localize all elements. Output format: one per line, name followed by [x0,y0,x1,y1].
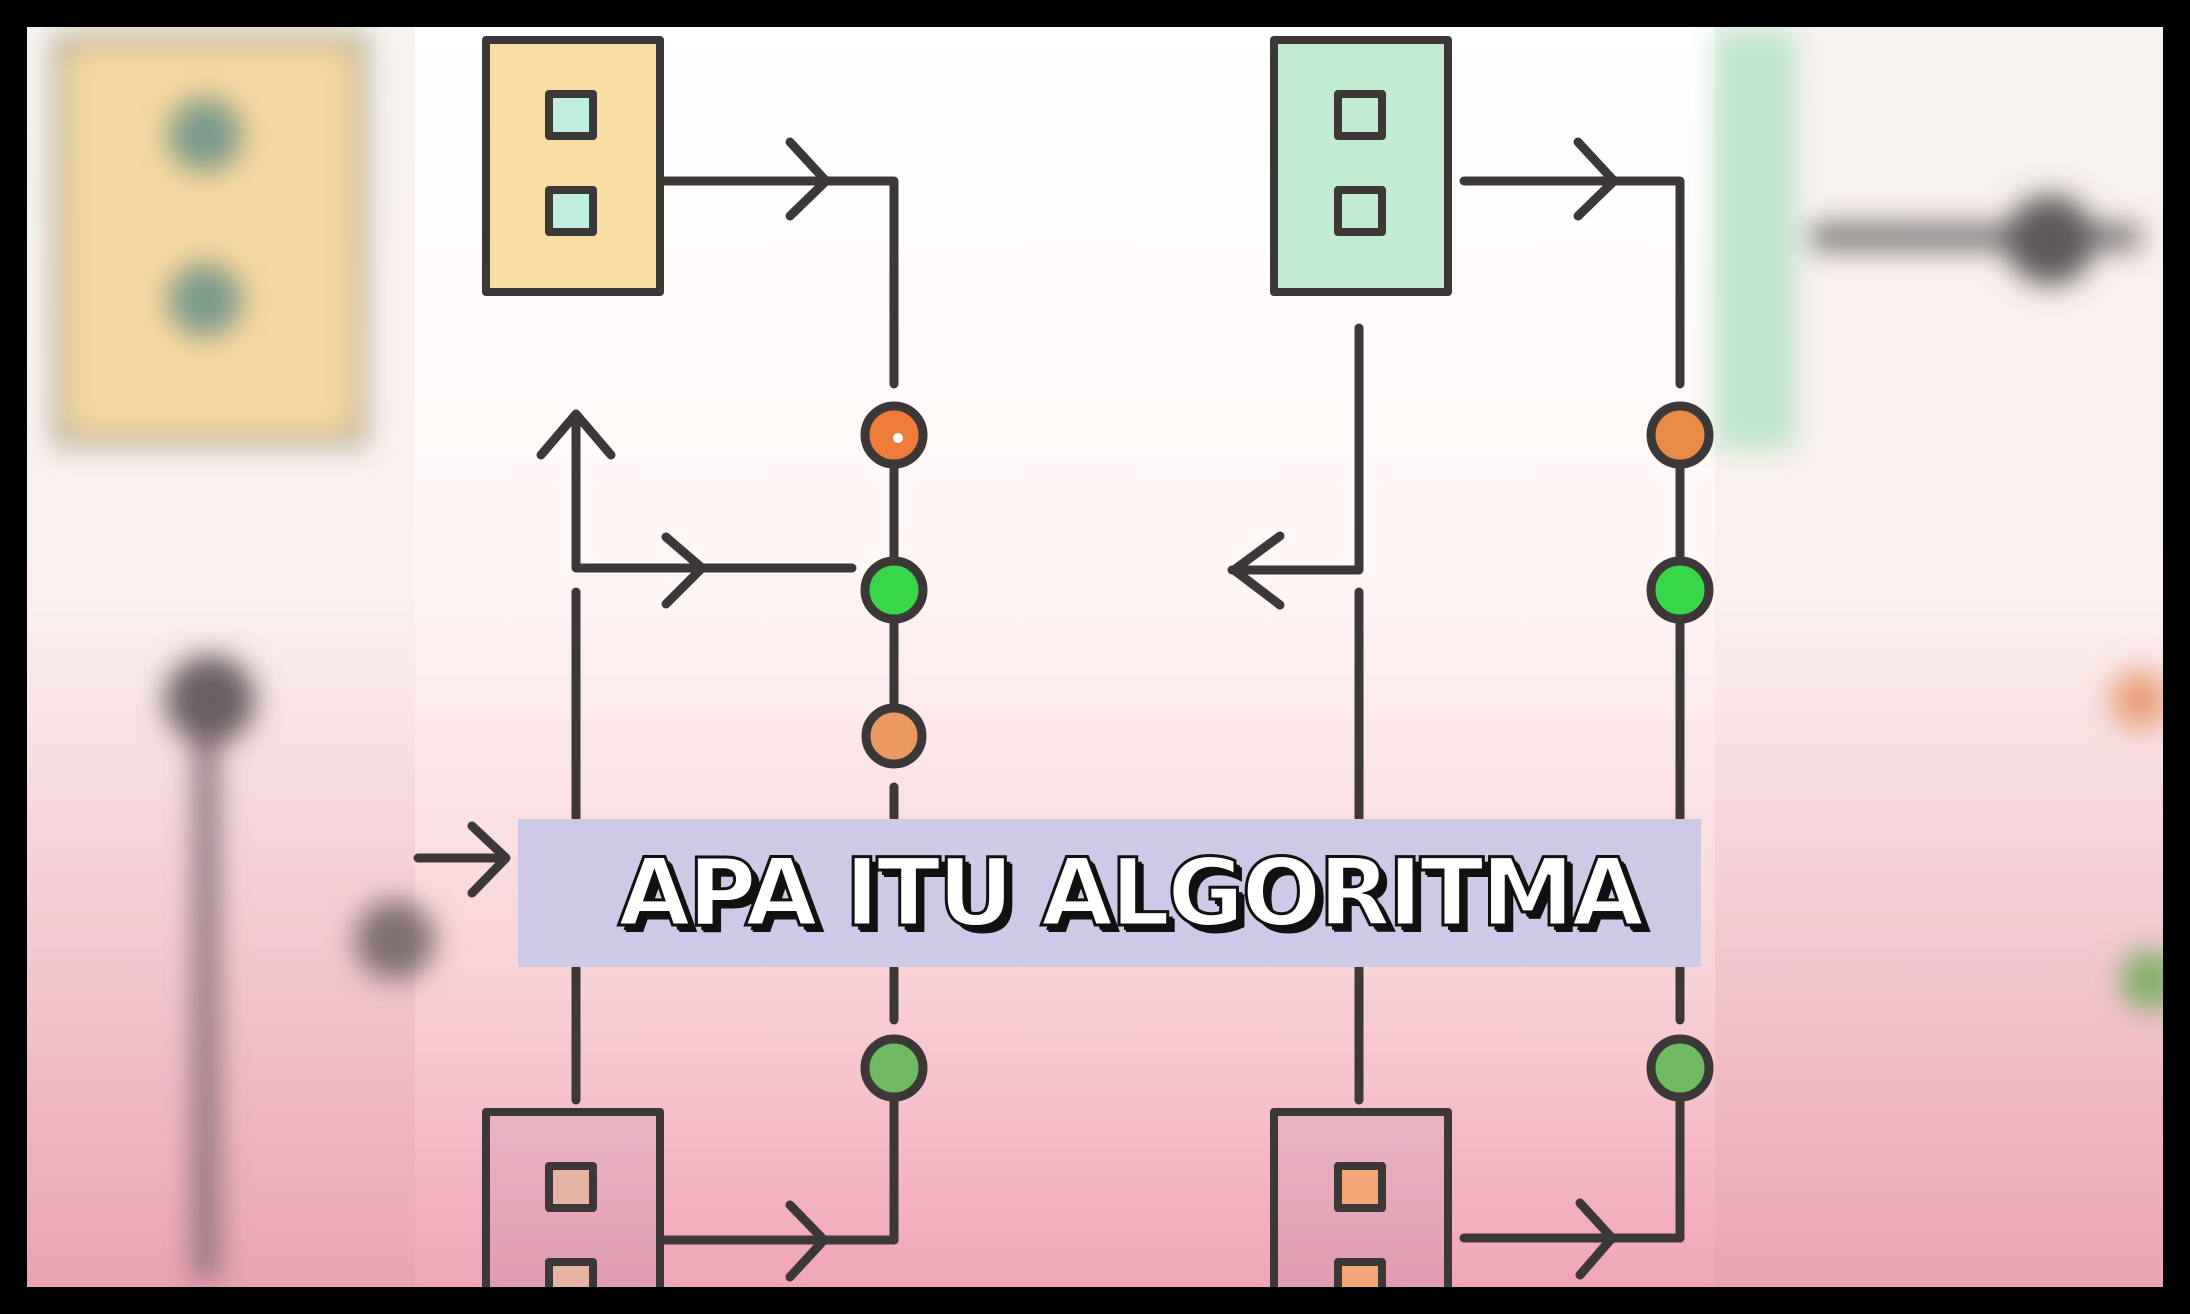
arrow-right-icon [1575,1198,1617,1280]
arrow-right-icon [661,532,707,609]
peach-node [861,703,927,769]
block-slot [545,90,597,140]
orange-node [1646,401,1714,469]
block-slot [545,186,597,236]
yellow-block [482,36,664,296]
block-slot [1334,186,1386,236]
connector-line [657,176,899,389]
frame-border-top [0,0,2190,27]
connector-line [571,413,857,573]
title-banner: APA ITU ALGORITMA [518,819,1701,967]
arrow-right-icon [785,137,831,221]
block-slot [545,1162,597,1212]
arrow-right-icon [785,1200,829,1282]
green-node [1646,556,1714,624]
arrow-right-icon [467,821,511,898]
arrow-left-icon [1229,531,1285,610]
blurred-left-panel [27,27,435,1287]
title-text: APA ITU ALGORITMA [617,837,1646,949]
arrow-up-icon [536,409,616,460]
connector-line [1459,176,1685,389]
green-node [860,556,928,624]
green-block [1270,36,1452,296]
green-node [860,1034,928,1102]
frame-border-left [0,0,27,1314]
arrow-right-icon [1573,137,1619,221]
frame-border-right [2163,0,2190,1314]
block-slot [1334,90,1386,140]
frame-border-bottom [0,1287,2190,1314]
block-slot [1334,1162,1386,1212]
node-highlight [893,433,903,443]
blurred-right-panel [1715,27,2180,1287]
green-node [1646,1034,1714,1102]
connector-line [1227,323,1364,575]
